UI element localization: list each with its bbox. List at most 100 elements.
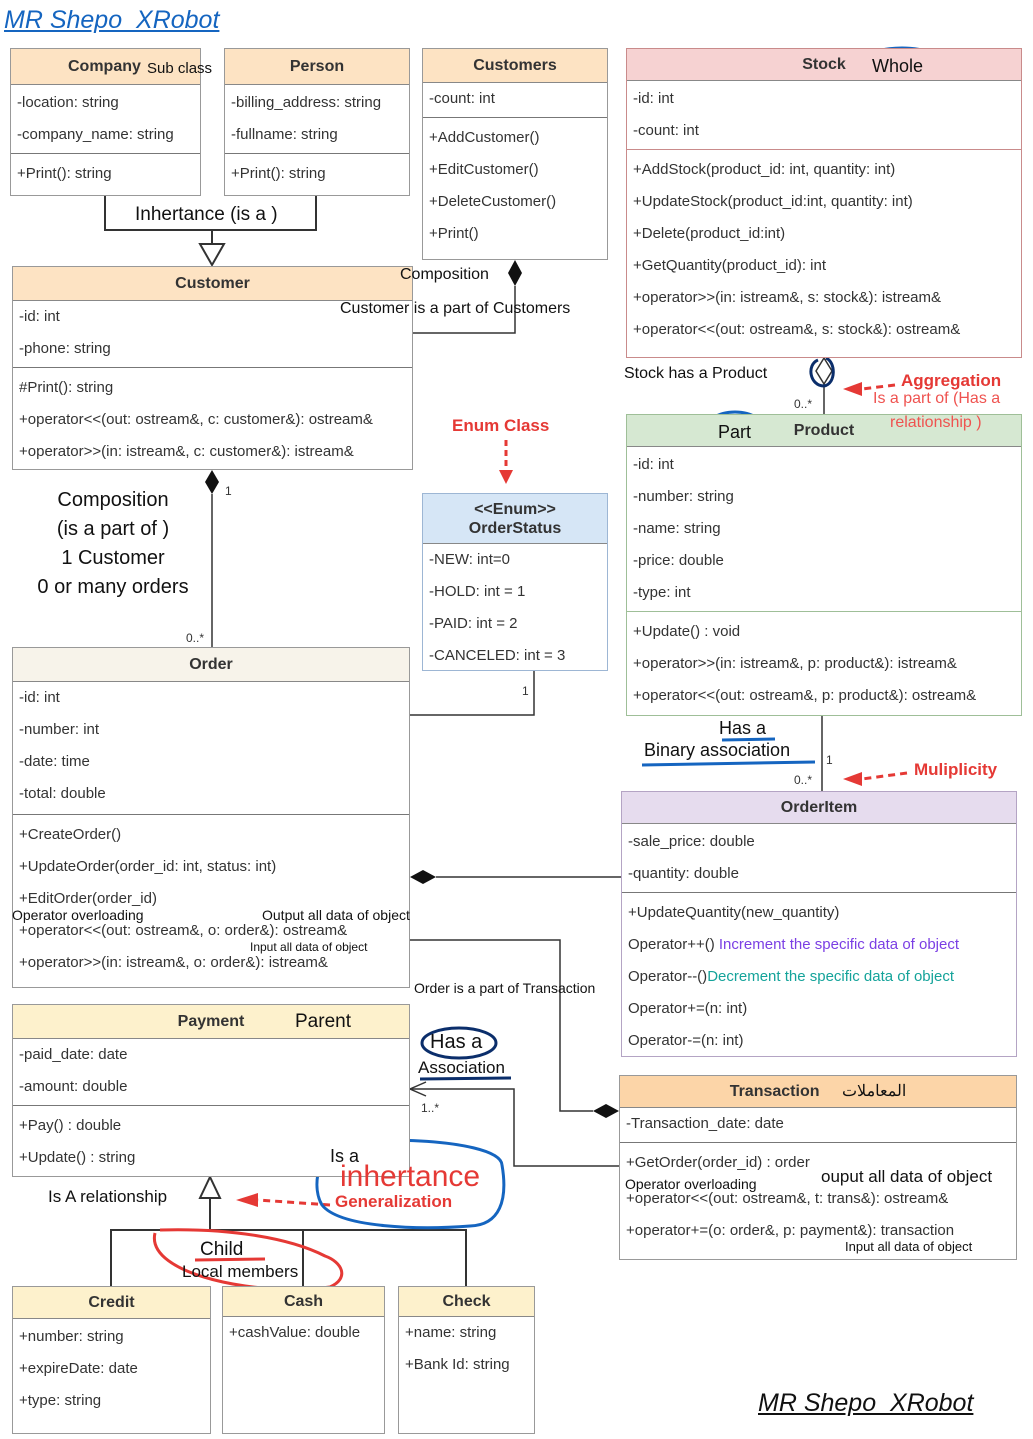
underline-has-a <box>721 737 776 742</box>
order-method-op-in: +operator>>(in: istream&, o: order&): is… <box>19 954 328 971</box>
orderitem-method-update: +UpdateQuantity(new_quantity) <box>628 904 840 921</box>
order-method-op-out: +operator<<(out: ostream&, o: order&): o… <box>19 922 348 939</box>
class-order-title: Order <box>189 656 233 673</box>
multiplicity-pointer-dashed <box>861 771 908 781</box>
composition-line-customers <box>413 286 516 334</box>
class-stock-header: Stock <box>627 49 1021 81</box>
aggregation-pointer-head <box>843 382 862 396</box>
orderitem-method-plus-eq: Operator+=(n: int) <box>628 1000 748 1017</box>
child-label: Child <box>200 1239 244 1260</box>
class-check: Check +name: string +Bank Id: string <box>398 1286 535 1434</box>
multiplicity-product-one: 1 <box>826 753 833 767</box>
customer-attr-id: -id: int <box>19 308 60 325</box>
customer-method-op-in: +operator>>(in: istream&, c: customer&):… <box>19 443 354 460</box>
class-stock-methods: +AddStock(product_id: int, quantity: int… <box>627 150 1021 350</box>
generalization-pointer-head <box>236 1193 258 1207</box>
sub-class-label: Sub class <box>147 60 213 77</box>
composition-diamond-order <box>410 870 436 884</box>
class-company-header: Company <box>11 49 200 85</box>
composition-diamond-customer <box>205 470 219 494</box>
class-transaction-methods: +GetOrder(order_id) : order +operator<<(… <box>620 1143 1016 1251</box>
class-orderitem: OrderItem -sale_price: double -quantity:… <box>621 791 1017 1057</box>
aggregation-pointer-dashed <box>861 383 896 391</box>
class-person-methods: +Print(): string <box>225 154 409 194</box>
inheritance-line-person <box>212 196 317 231</box>
class-transaction: Transaction المعاملات -Transaction_date:… <box>619 1075 1017 1260</box>
class-product-methods: +Update() : void +operator>>(in: istream… <box>627 612 1021 716</box>
orderitem-dec-sig: Operator--() <box>628 968 708 985</box>
composition-diamond-customers <box>508 260 522 286</box>
class-person-attributes: -billing_address: string -fullname: stri… <box>225 85 409 154</box>
class-customer-attributes: -id: int -phone: string <box>13 301 412 368</box>
payment-method-update: +Update() : string <box>19 1149 136 1166</box>
class-credit-title: Credit <box>88 1294 135 1311</box>
generalization-label: Generalization <box>335 1192 453 1211</box>
composition-top-label: Composition <box>400 266 489 283</box>
multiplicity-payment-many: 1..* <box>421 1101 440 1115</box>
generalization-pointer-dashed <box>257 1198 331 1207</box>
multiplicity-stock-many: 0..* <box>794 397 813 411</box>
class-stock: Stock -id: int -count: int +AddStock(pro… <box>626 48 1022 358</box>
credit-attr-type: +type: string <box>19 1392 102 1409</box>
stock-has-product-label: Stock has a Product <box>624 365 768 382</box>
stock-method-delete: +Delete(product_id:int) <box>633 225 786 242</box>
orderitem-method-minus-eq: Operator-=(n: int) <box>628 1032 744 1049</box>
multiplicity-customer-one: 1 <box>225 484 232 498</box>
has-a-circle-mark <box>420 1026 498 1060</box>
order-method-create: +CreateOrder() <box>19 826 122 843</box>
class-order-header: Order <box>13 648 409 682</box>
class-order-attributes: -id: int -number: int -date: time -total… <box>13 682 409 815</box>
underline-association <box>419 1076 512 1081</box>
is-a-relationship-label: Is A relationship <box>48 1187 168 1206</box>
transaction-method-op-out: +operator<<(out: ostream&, t: trans&): o… <box>626 1190 949 1207</box>
customers-method-edit: +EditCustomer() <box>429 161 539 178</box>
person-method-print: +Print(): string <box>231 165 326 182</box>
customer-method-op-out: +operator<<(out: ostream&, c: customer&)… <box>19 411 373 428</box>
class-cash-title: Cash <box>283 1293 324 1310</box>
stock-method-op-out: +operator<<(out: ostream&, s: stock&): o… <box>633 321 961 338</box>
composition-left-line-2: (is a part of ) <box>56 518 170 540</box>
class-transaction-title: Transaction <box>729 1083 820 1100</box>
check-attr-name: +name: string <box>405 1324 497 1341</box>
association-label: Association <box>418 1058 505 1077</box>
is-a-label: Is a <box>330 1146 360 1166</box>
class-orderstatus: <<Enum>> OrderStatus -NEW: int=0 -HOLD: … <box>422 493 608 671</box>
payment-attr-amount: -amount: double <box>19 1078 128 1095</box>
class-payment-header: Payment <box>13 1005 409 1039</box>
stock-method-update: +UpdateStock(product_id:int, quantity: i… <box>633 193 913 210</box>
payment-method-pay: +Pay() : double <box>19 1117 122 1134</box>
class-stock-attributes: -id: int -count: int <box>627 81 1021 150</box>
product-attr-type: -type: int <box>633 584 691 601</box>
increment-note: Increment the specific data of object <box>718 936 960 953</box>
product-attr-number: -number: string <box>633 488 734 505</box>
aggregation-diamond-stock <box>815 356 833 386</box>
class-orderitem-attributes: -sale_price: double -quantity: double <box>622 824 1016 893</box>
class-customers: Customers -count: int +AddCustomer() +Ed… <box>422 48 608 260</box>
class-payment: Payment -paid_date: date -amount: double… <box>12 1004 410 1177</box>
class-order: Order -id: int -number: int -date: time … <box>12 647 410 988</box>
person-attr-billing: -billing_address: string <box>231 94 382 111</box>
author-footer: MR Shepo_XRobot <box>758 1389 974 1417</box>
company-method-print: +Print(): string <box>17 165 112 182</box>
transaction-arabic-label: المعاملات <box>841 1083 907 1100</box>
inhertance-label: inhertance <box>340 1160 481 1193</box>
association-arrowhead-payment <box>408 1081 427 1097</box>
class-orderitem-methods: +UpdateQuantity(new_quantity) Operator++… <box>622 893 1016 1061</box>
class-customer-header: Customer <box>13 267 412 301</box>
order-output-all-label: Output all data of object <box>262 907 410 923</box>
class-order-methods: +CreateOrder() +UpdateOrder(order_id: in… <box>13 815 409 983</box>
inheritance-label: Inhertance (is a ) <box>133 204 280 226</box>
orderitem-inc-sig: Operator++() <box>628 936 715 953</box>
product-method-update: +Update() : void <box>633 623 741 640</box>
orderstatus-canceled: -CANCELED: int = 3 <box>429 647 566 664</box>
association-line-enum-order <box>410 671 535 716</box>
orderitem-method-inc: Operator++() Increment the specific data… <box>622 929 1016 961</box>
multiplicity-orderitem-many: 0..* <box>794 773 813 787</box>
author-header: MR Shepo_XRobot <box>4 6 220 34</box>
credit-attr-number: +number: string <box>19 1328 124 1345</box>
class-credit-header: Credit <box>13 1287 210 1319</box>
orderitem-method-dec: Operator--()Decrement the specific data … <box>622 961 1016 993</box>
class-cash-header: Cash <box>223 1287 384 1317</box>
inheritance-line-company <box>104 196 212 231</box>
binary-association-label: Binary association <box>644 740 791 760</box>
